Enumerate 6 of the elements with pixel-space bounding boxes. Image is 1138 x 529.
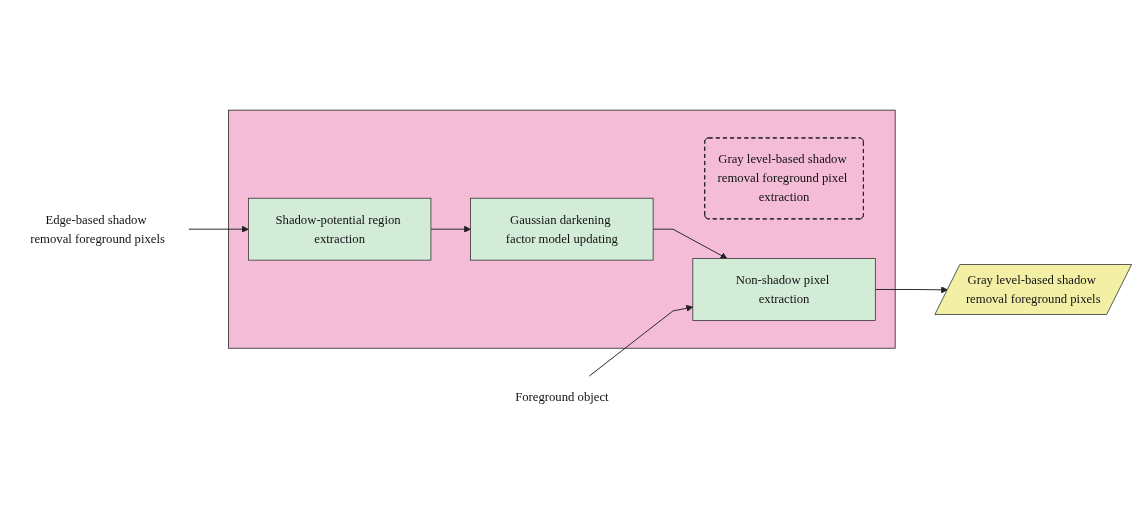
cluster	[228, 109, 896, 349]
node-box: Shadow-potential region extraction	[248, 197, 432, 261]
node-box: Gaussian darkening factor model updating	[470, 197, 654, 261]
node-text: Edge-based shadow removal foreground pixels	[30, 212, 165, 246]
node-text: Foreground object	[515, 390, 609, 404]
node-box: Non-shadow pixel extraction	[692, 258, 876, 321]
